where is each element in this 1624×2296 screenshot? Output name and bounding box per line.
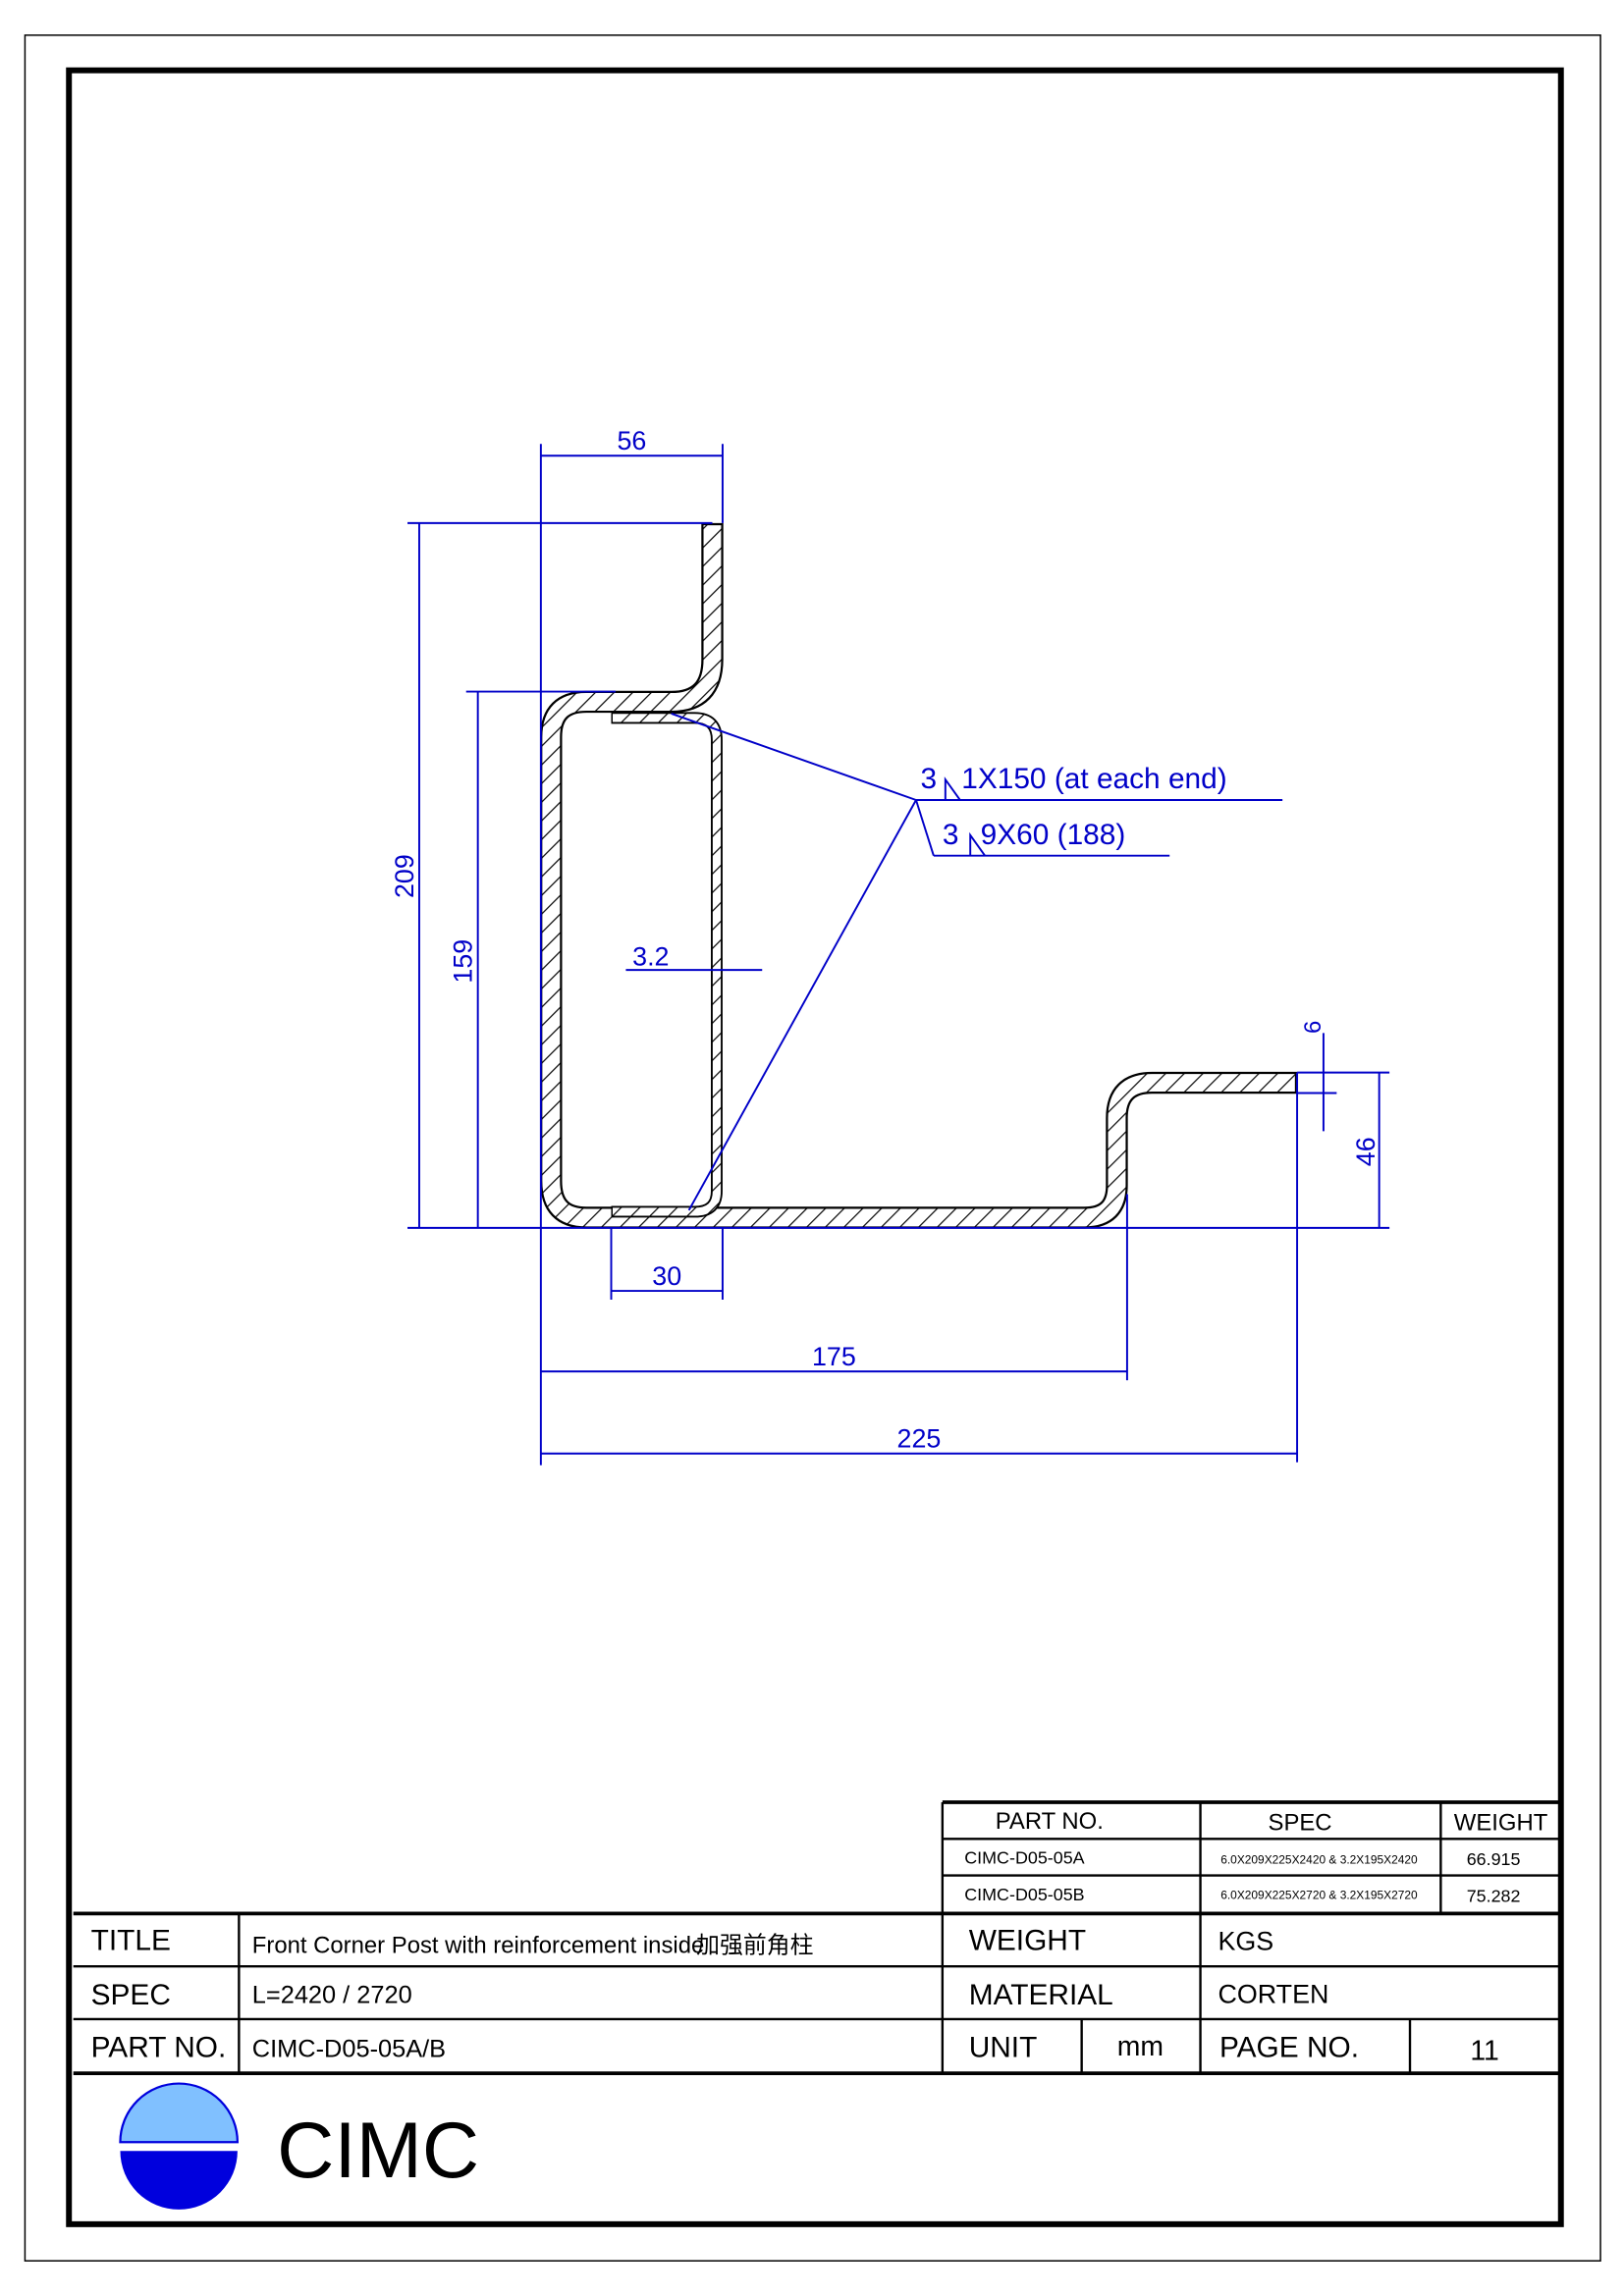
- logo-bottom-half: [120, 2151, 238, 2210]
- table-row: CIMC-D05-05B 6.0X209X225X2720 & 3.2X195X…: [964, 1885, 1520, 1905]
- weight: 75.282: [1467, 1886, 1521, 1905]
- dim-56: 56: [617, 426, 646, 455]
- spec-label: SPEC: [91, 1979, 171, 2011]
- parts-table: PART NO. SPEC WEIGHT CIMC-D05-05A 6.0X20…: [964, 1808, 1547, 1906]
- part-no-label: PART NO.: [91, 2032, 227, 2064]
- dim-6: 6: [1300, 1021, 1326, 1034]
- inner-frame: [66, 67, 1564, 2227]
- title-block: TITLE Front Corner Post with reinforceme…: [91, 1925, 1499, 2067]
- dim-159: 159: [449, 939, 478, 984]
- part-no: CIMC-D05-05B: [964, 1885, 1084, 1904]
- dim-175: 175: [812, 1342, 856, 1371]
- spec: 6.0X209X225X2420 & 3.2X195X2420: [1220, 1853, 1418, 1867]
- cimc-logo: CIMC: [119, 2082, 479, 2210]
- dim-3-2: 3.2: [632, 942, 669, 972]
- page-no-label: PAGE NO.: [1219, 2032, 1359, 2064]
- weight-unit: KGS: [1218, 1927, 1273, 1956]
- title-label: TITLE: [91, 1925, 171, 1957]
- dim-46: 46: [1351, 1137, 1380, 1166]
- material-value: CORTEN: [1218, 1979, 1328, 2008]
- spec-value: L=2420 / 2720: [252, 1981, 412, 2008]
- weight-label: WEIGHT: [969, 1925, 1086, 1957]
- weight: 66.915: [1467, 1849, 1521, 1869]
- header-spec: SPEC: [1269, 1809, 1332, 1836]
- weld2-text: 9X60 (188): [981, 819, 1126, 851]
- material-label: MATERIAL: [969, 1979, 1113, 2011]
- page-no-value: 11: [1470, 2036, 1498, 2067]
- header-part-no: PART NO.: [996, 1808, 1104, 1835]
- spec: 6.0X209X225X2720 & 3.2X195X2720: [1220, 1888, 1418, 1901]
- title-value: Front Corner Post with reinforcement ins…: [252, 1933, 704, 1959]
- title-block-grid: [73, 1800, 1561, 2075]
- weld1-text: 1X150 (at each end): [961, 763, 1226, 795]
- dimensions: 56 209 159 3.2 30 175 225 6 46: [390, 426, 1390, 1466]
- unit-label: UNIT: [969, 2032, 1038, 2064]
- unit-value: mm: [1117, 2031, 1164, 2062]
- logo-top-half: [119, 2082, 239, 2144]
- header-weight: WEIGHT: [1454, 1809, 1548, 1836]
- table-row: CIMC-D05-05A 6.0X209X225X2420 & 3.2X195X…: [964, 1848, 1520, 1869]
- weld1-size: 3: [920, 763, 937, 795]
- outer-frame: [24, 34, 1601, 2262]
- dim-30: 30: [652, 1261, 681, 1291]
- dim-209: 209: [390, 854, 419, 898]
- title-cn: 加强前角柱: [696, 1933, 813, 1959]
- corner-post-profile: [540, 522, 1298, 1229]
- part-no-value: CIMC-D05-05A/B: [252, 2036, 446, 2063]
- weld-callouts: 3 1X150 (at each end) 3 9X60 (188): [671, 713, 1283, 1211]
- dim-225: 225: [897, 1424, 942, 1454]
- part-no: CIMC-D05-05A: [964, 1848, 1084, 1868]
- weld2-size: 3: [943, 819, 959, 851]
- logo-text: CIMC: [277, 2107, 479, 2195]
